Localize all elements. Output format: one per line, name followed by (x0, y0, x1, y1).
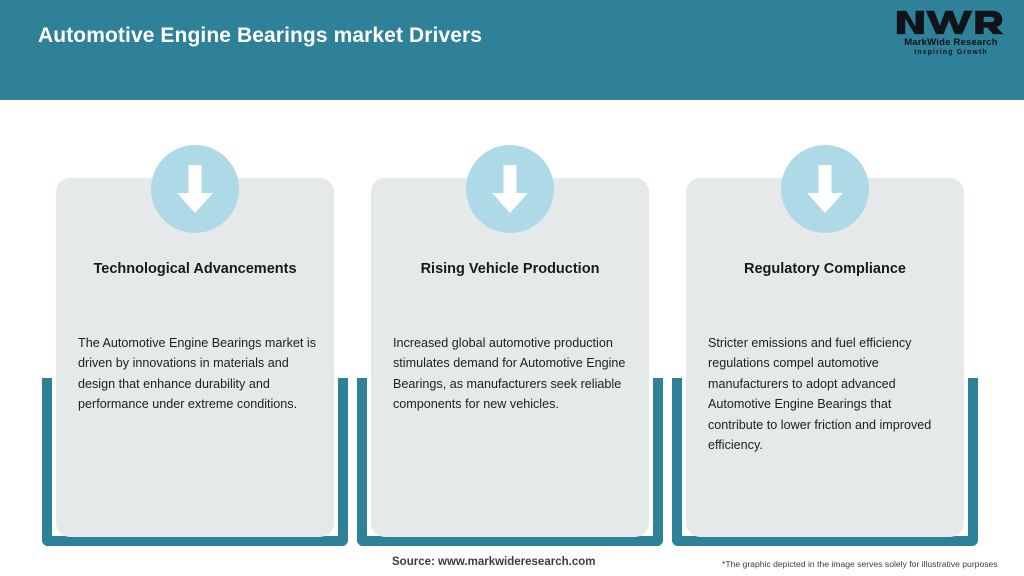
disclaimer-note: *The graphic depicted in the image serve… (722, 559, 998, 569)
down-arrow-icon (466, 145, 554, 233)
card-frame-accent (672, 378, 978, 546)
card-panel: Regulatory Compliance Stricter emissions… (686, 178, 964, 537)
card-body-text: Increased global automotive production s… (393, 336, 626, 412)
card-title: Technological Advancements (93, 261, 297, 277)
down-arrow-icon (781, 145, 869, 233)
down-arrow-icon (151, 145, 239, 233)
card-panel: Rising Vehicle Production Increased glob… (371, 178, 649, 537)
card-title: Rising Vehicle Production (420, 261, 600, 277)
logo-tagline: Inspiring Growth (914, 48, 988, 56)
driver-card[interactable]: Regulatory Compliance Stricter emissions… (672, 145, 978, 546)
card-body-text: The Automotive Engine Bearings market is… (78, 336, 317, 412)
card-title: Regulatory Compliance (744, 261, 906, 277)
mwr-logo-icon (896, 10, 1004, 35)
source-label[interactable]: Source: www.markwideresearch.com (392, 556, 596, 568)
logo-name: MarkWide Research (904, 37, 998, 48)
card-frame-accent (42, 378, 348, 546)
driver-card[interactable]: Technological Advancements The Automotiv… (42, 145, 348, 546)
drivers-card-row: Technological Advancements The Automotiv… (0, 100, 1024, 546)
header-band: Automotive Engine Bearings market Driver… (0, 0, 1024, 100)
driver-card[interactable]: Rising Vehicle Production Increased glob… (357, 145, 663, 546)
page-title: Automotive Engine Bearings market Driver… (38, 24, 483, 47)
card-body-text: Stricter emissions and fuel efficiency r… (708, 336, 932, 452)
brand-logo[interactable]: MarkWide Research Inspiring Growth (892, 8, 1010, 56)
card-panel: Technological Advancements The Automotiv… (56, 178, 334, 537)
card-frame-accent (357, 378, 663, 546)
